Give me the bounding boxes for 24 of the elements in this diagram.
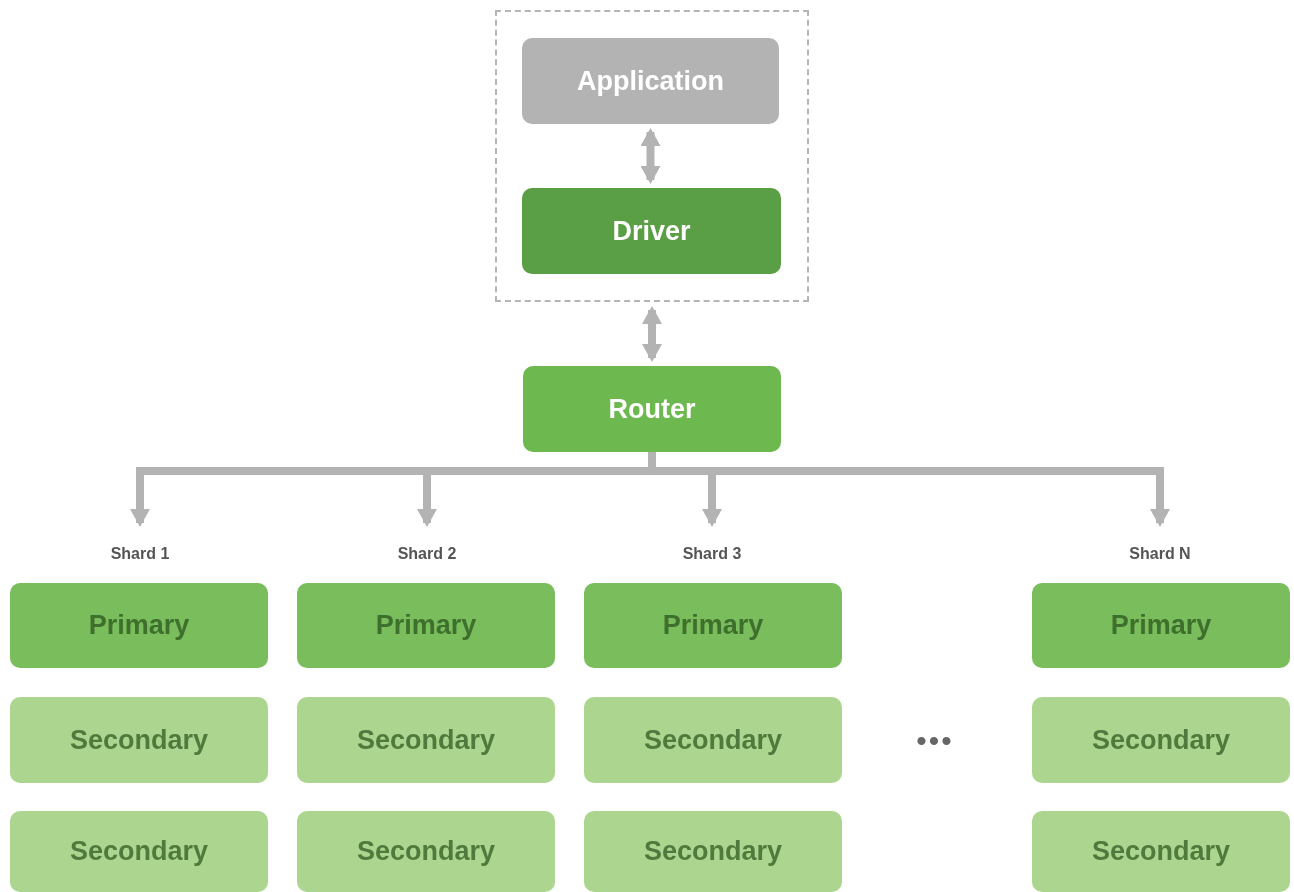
process-box: Secondary xyxy=(584,811,842,892)
process-box: Secondary xyxy=(297,697,555,783)
process-box: Secondary xyxy=(584,697,842,783)
process-box: Primary xyxy=(584,583,842,668)
process-box: Secondary xyxy=(1032,811,1290,892)
arrow xyxy=(640,128,661,184)
arrow xyxy=(642,306,662,362)
process-box: Driver xyxy=(522,188,781,274)
process-box: Primary xyxy=(10,583,268,668)
process-box: Secondary xyxy=(1032,697,1290,783)
process-box: Secondary xyxy=(10,697,268,783)
dashed-group-box xyxy=(495,10,809,302)
process-box: Primary xyxy=(1032,583,1290,668)
process-box: Router xyxy=(523,366,781,452)
arrow xyxy=(648,452,1170,527)
process-box: Primary xyxy=(297,583,555,668)
shard-label: Shard N xyxy=(1100,543,1220,565)
shard-label: Shard 2 xyxy=(367,543,487,565)
process-box: Secondary xyxy=(10,811,268,892)
ellipsis-label: ••• xyxy=(915,726,955,756)
process-box: Application xyxy=(522,38,779,124)
shard-label: Shard 1 xyxy=(80,543,200,565)
process-box: Secondary xyxy=(297,811,555,892)
shard-label: Shard 3 xyxy=(652,543,772,565)
